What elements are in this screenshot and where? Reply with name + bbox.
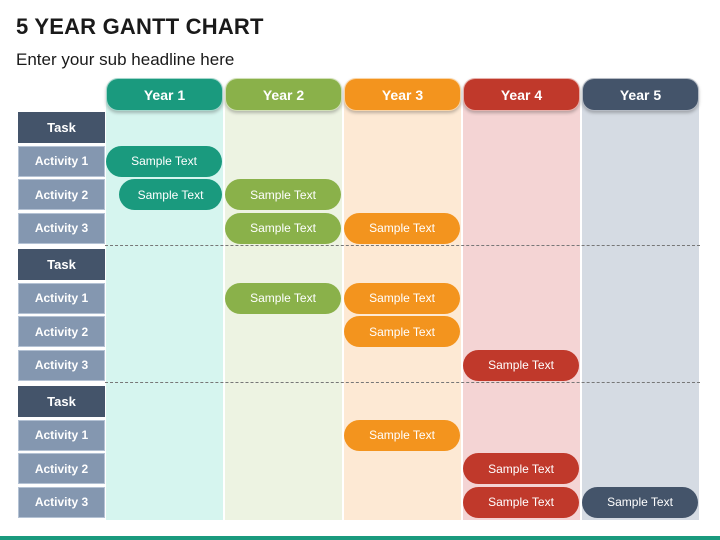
gantt-bar[interactable]: Sample Text — [225, 179, 341, 210]
gantt-bar[interactable]: Sample Text — [344, 282, 460, 314]
gantt-bar[interactable]: Sample Text — [344, 212, 460, 244]
group-divider — [105, 245, 700, 246]
gantt-bar[interactable]: Sample Text — [463, 349, 579, 381]
bottom-accent-line — [0, 536, 720, 540]
gantt-bar[interactable]: Sample Text — [225, 282, 341, 314]
gantt-bar[interactable]: Sample Text — [344, 316, 460, 347]
gantt-bar[interactable]: Sample Text — [344, 419, 460, 451]
gantt-bar[interactable]: Sample Text — [106, 145, 222, 177]
page-subtitle: Enter your sub headline here — [16, 50, 235, 69]
gantt-bar[interactable]: Sample Text — [582, 486, 698, 518]
year-5-column — [582, 100, 699, 520]
task-label: Task — [18, 112, 105, 143]
group-divider — [105, 382, 700, 383]
year-3-header: Year 3 — [344, 78, 461, 111]
activity-label: Activity 1 — [18, 282, 105, 314]
task-label: Task — [18, 386, 105, 417]
task-label: Task — [18, 249, 105, 280]
year-5-header: Year 5 — [582, 78, 699, 111]
gantt-bar[interactable]: Sample Text — [463, 453, 579, 484]
activity-label: Activity 3 — [18, 349, 105, 381]
activity-label: Activity 2 — [18, 179, 105, 210]
year-4-column — [463, 100, 580, 520]
activity-label: Activity 2 — [18, 453, 105, 484]
activity-label: Activity 1 — [18, 419, 105, 451]
activity-label: Activity 3 — [18, 212, 105, 244]
year-1-header: Year 1 — [106, 78, 223, 111]
gantt-bar[interactable]: Sample Text — [463, 486, 579, 518]
gantt-bar[interactable]: Sample Text — [119, 179, 222, 210]
gantt-bar[interactable]: Sample Text — [225, 212, 341, 244]
page-title: 5 YEAR GANTT CHART — [16, 14, 264, 39]
activity-label: Activity 1 — [18, 145, 105, 177]
year-4-header: Year 4 — [463, 78, 580, 111]
activity-label: Activity 3 — [18, 486, 105, 518]
activity-label: Activity 2 — [18, 316, 105, 347]
year-2-header: Year 2 — [225, 78, 342, 111]
